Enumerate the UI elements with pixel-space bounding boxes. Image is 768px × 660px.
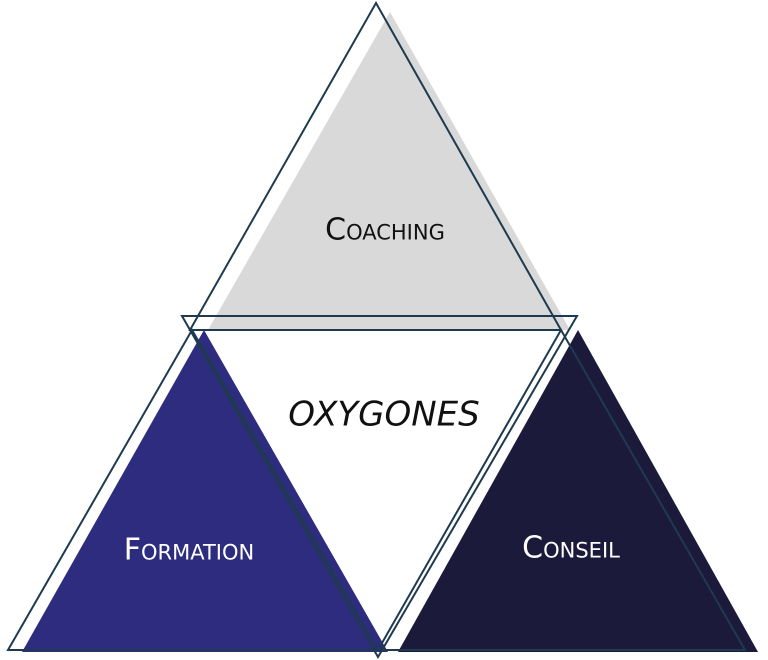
right-outline-triangle <box>376 327 747 651</box>
oxygones-label: OXYGONES <box>288 395 480 435</box>
coaching-triangle <box>208 12 570 330</box>
formation-triangle <box>22 330 388 652</box>
top-outline-triangle <box>188 0 563 331</box>
coaching-label: Coaching <box>325 213 445 248</box>
left-outline-triangle <box>6 328 380 651</box>
inverted-outline-triangle <box>180 315 579 659</box>
conseil-triangle <box>398 330 758 652</box>
conseil-label: Conseil <box>522 531 620 566</box>
formation-label: Formation <box>124 533 255 568</box>
